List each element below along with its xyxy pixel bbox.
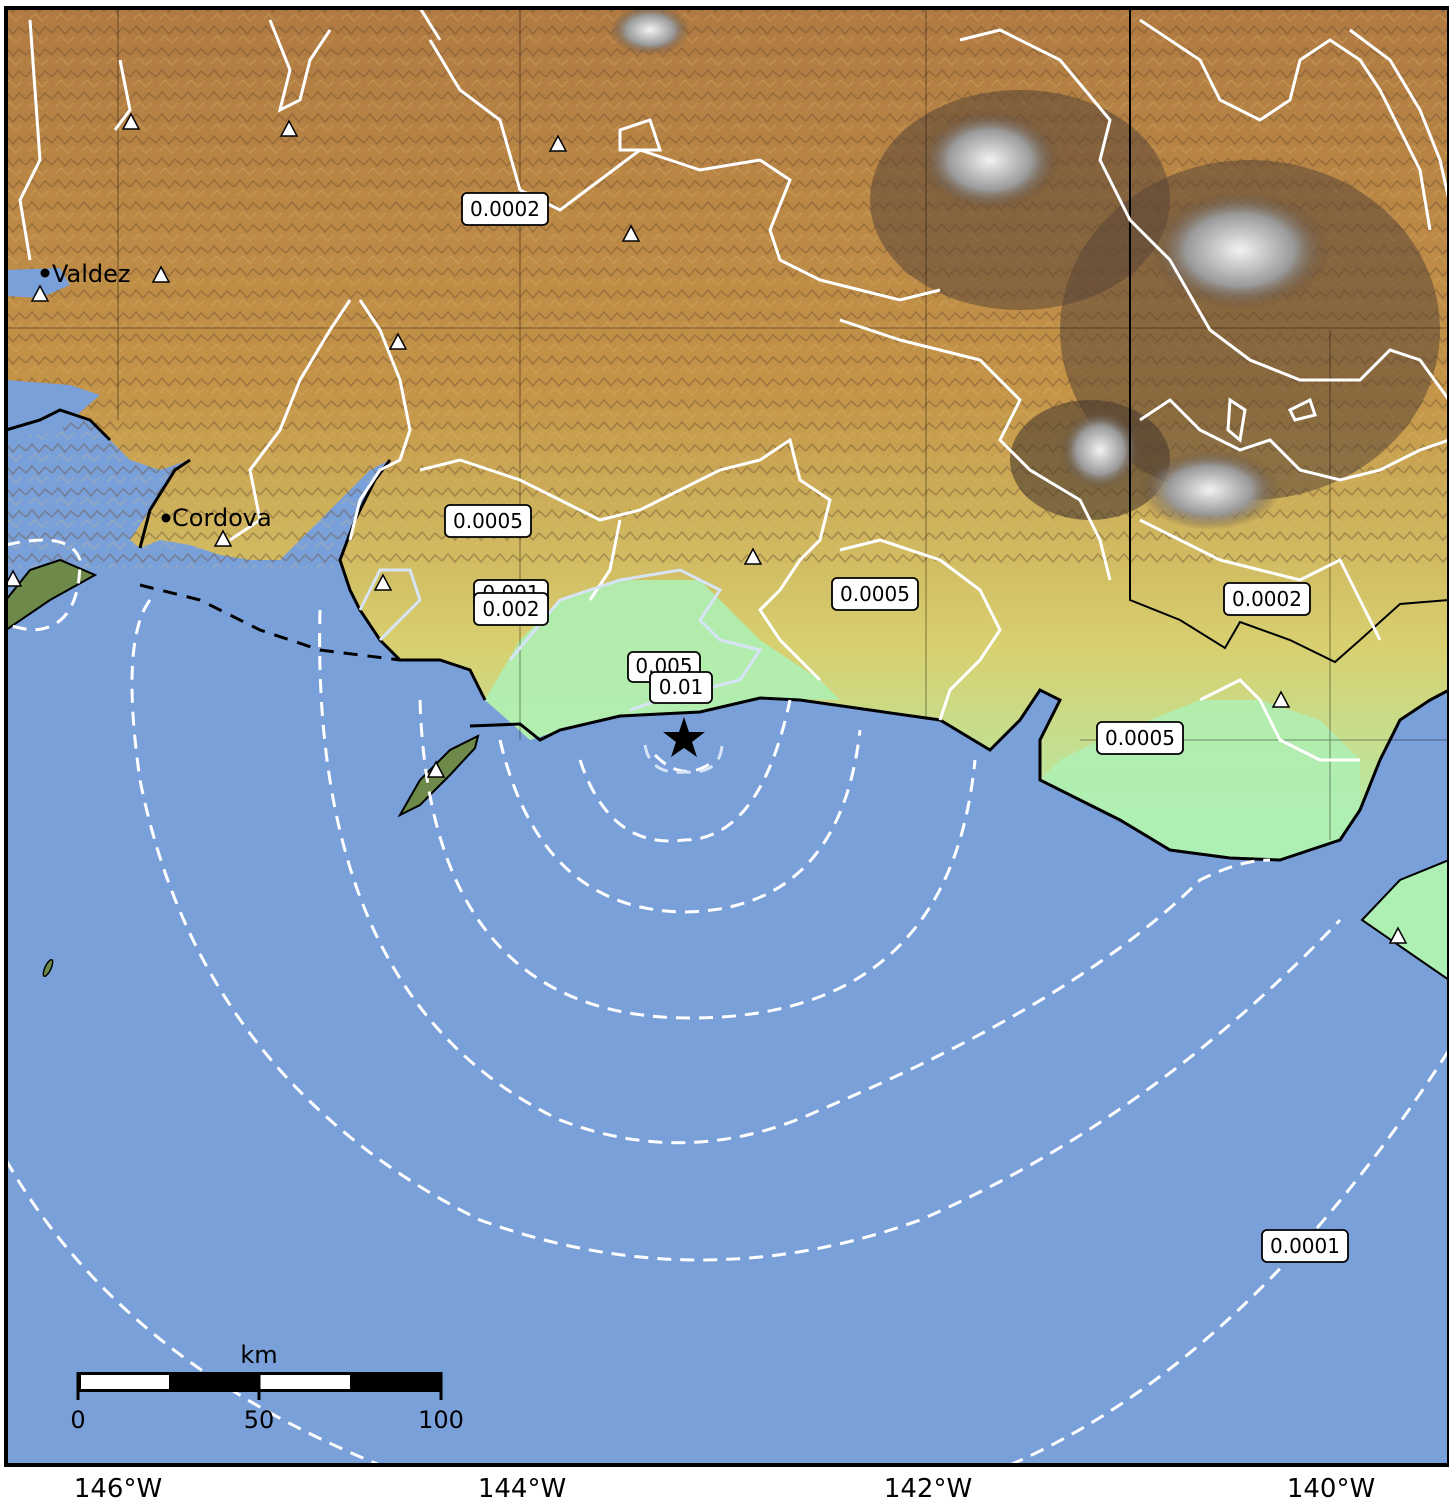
inlet-valdez xyxy=(6,268,70,298)
station-markers xyxy=(6,112,1408,944)
coast-dashes xyxy=(139,583,401,662)
longitude-label: 142°W xyxy=(884,1474,972,1504)
contour-label: 0.0002 xyxy=(461,192,549,226)
longitude-label: 146°W xyxy=(74,1474,162,1504)
map-canvas: Valdez Cordova 0.0002 0.0005 0.001 xyxy=(6,8,1449,1465)
island-small xyxy=(42,958,54,978)
contour-label: 0.0001 xyxy=(1261,1229,1349,1263)
svg-text:0.002: 0.002 xyxy=(482,597,539,621)
triangle-icon xyxy=(388,332,408,350)
triangle-icon xyxy=(6,569,23,587)
contour-label: 0.0005 xyxy=(1096,721,1184,755)
triangle-icon xyxy=(279,119,299,137)
triangle-icon xyxy=(1271,690,1291,708)
scale-tick-label: 0 xyxy=(70,1406,85,1434)
triangle-icon xyxy=(621,224,641,242)
icefield-3 xyxy=(1140,450,1280,530)
triangle-icon xyxy=(151,265,171,283)
contour-labels: 0.0002 0.0005 0.001 0.002 0.0005 0.005 xyxy=(444,192,1349,1263)
triangle-icon xyxy=(213,529,233,547)
scale-bar: km 0 50 100 xyxy=(70,1341,464,1434)
contours-ocean xyxy=(6,538,1449,1465)
svg-text:0.0002: 0.0002 xyxy=(1232,587,1302,611)
triangle-icon xyxy=(1388,926,1408,944)
coastline xyxy=(469,688,1449,862)
svg-text:0.0002: 0.0002 xyxy=(470,197,540,221)
longitude-label: 140°W xyxy=(1287,1474,1375,1504)
island-east xyxy=(1360,858,1449,982)
contour-label: 0.0005 xyxy=(444,504,532,538)
map-frame xyxy=(4,6,1449,1467)
icefield-5 xyxy=(610,8,690,55)
contours-land xyxy=(18,8,1449,762)
longitude-label: 144°W xyxy=(478,1474,566,1504)
inlet-west xyxy=(6,380,100,440)
svg-text:0.0001: 0.0001 xyxy=(1270,1234,1340,1258)
triangle-icon xyxy=(30,284,50,302)
contour-label: 0.0005 xyxy=(831,577,919,611)
scale-tick-label: 50 xyxy=(244,1406,275,1434)
contours-ocean-inner xyxy=(643,744,724,774)
icefield-1 xyxy=(920,110,1060,210)
city-dot xyxy=(40,268,50,278)
triangle-icon xyxy=(548,134,568,152)
city-label: Cordova xyxy=(172,504,272,532)
triangle-icon xyxy=(743,547,763,565)
icefield-2 xyxy=(1150,190,1330,310)
star-icon xyxy=(663,717,705,757)
longitude-axis: 146°W 144°W 142°W 140°W xyxy=(74,1474,1375,1504)
contour-label: 0.01 xyxy=(649,671,713,704)
svg-text:0.0005: 0.0005 xyxy=(453,509,523,533)
contour-label: 0.002 xyxy=(473,592,549,626)
city-dot xyxy=(161,513,171,523)
city-cordova: Cordova xyxy=(161,504,272,532)
triangle-icon xyxy=(373,573,393,591)
scale-tick-label: 100 xyxy=(418,1406,464,1434)
city-label: Valdez xyxy=(52,260,131,288)
icefield-4 xyxy=(1060,410,1140,490)
canada-border xyxy=(1129,8,1449,664)
scale-unit: km xyxy=(240,1341,277,1369)
svg-text:0.0005: 0.0005 xyxy=(840,582,910,606)
city-valdez: Valdez xyxy=(40,260,131,288)
triangle-icon xyxy=(426,760,446,778)
svg-text:0.0005: 0.0005 xyxy=(1105,726,1175,750)
svg-text:0.01: 0.01 xyxy=(659,675,704,699)
contour-label: 0.0002 xyxy=(1223,582,1311,616)
triangle-icon xyxy=(121,112,141,130)
island-west xyxy=(6,558,98,632)
